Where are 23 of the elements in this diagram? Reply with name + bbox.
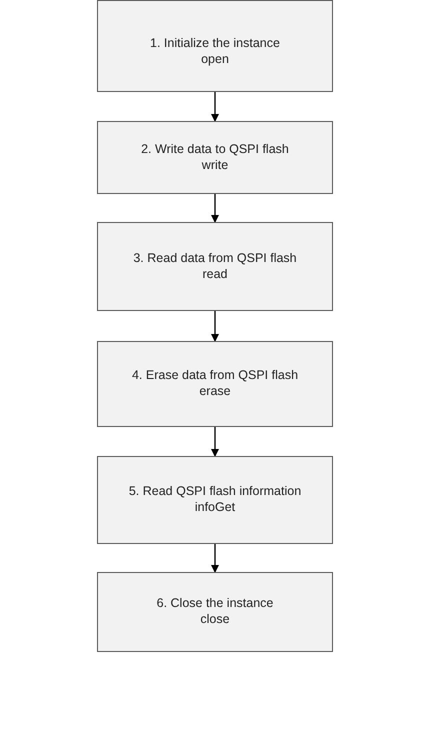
arrow xyxy=(211,544,219,573)
arrow xyxy=(211,92,219,122)
arrow xyxy=(211,311,219,342)
function-name: infoGet xyxy=(194,499,236,515)
step-title: 4. Erase data from QSPI flash xyxy=(132,367,298,383)
function-name: write xyxy=(202,156,228,172)
function-name: erase xyxy=(199,383,231,399)
step-title: 5. Read QSPI flash information xyxy=(128,483,302,499)
arrow xyxy=(211,194,219,223)
function-name: open xyxy=(201,51,229,67)
step-title: 2. Write data to QSPI flash xyxy=(141,140,289,156)
function-name: read xyxy=(202,266,228,282)
process-box xyxy=(97,0,333,92)
step-title: 3. Read data from QSPI flash xyxy=(133,250,297,266)
arrow xyxy=(211,427,219,457)
process-box xyxy=(97,456,333,544)
function-name: close xyxy=(200,611,230,627)
step-title: 6. Close the instance xyxy=(156,595,274,611)
step-title: 1. Initialize the instance xyxy=(150,35,280,51)
process-box xyxy=(97,572,333,652)
process-box xyxy=(97,121,333,194)
process-box xyxy=(97,341,333,427)
process-box xyxy=(97,222,333,311)
